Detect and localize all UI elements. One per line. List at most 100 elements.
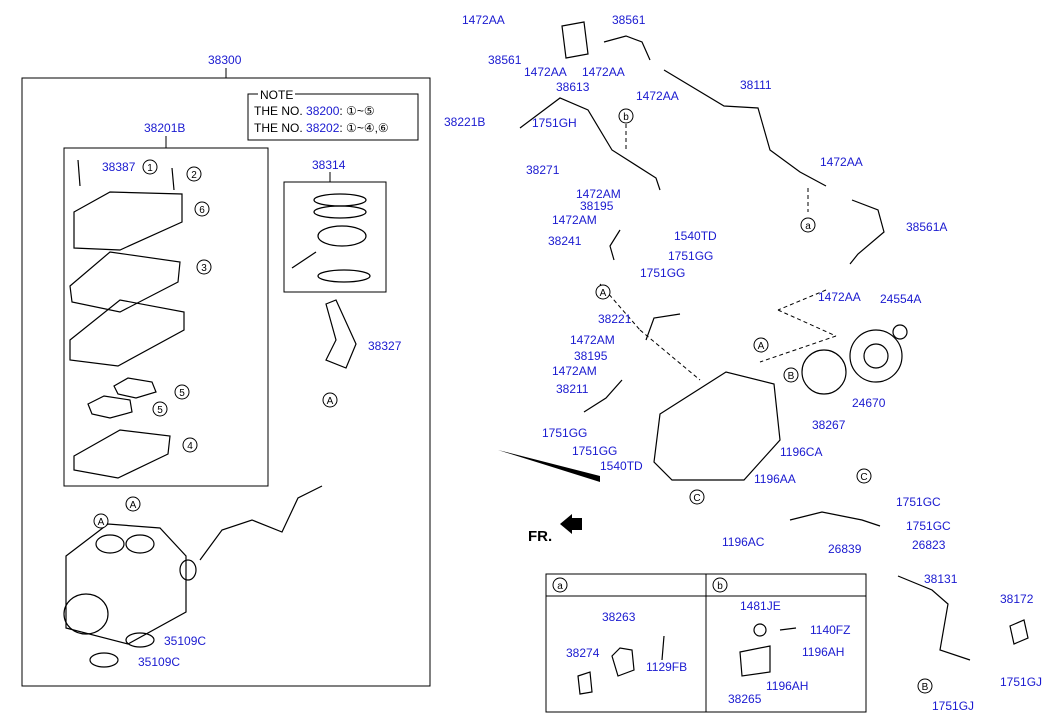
part-label-1472AA-6[interactable]: 1472AA [818,290,861,304]
part-label-1196CA[interactable]: 1196CA [780,445,823,459]
clamp-38263-drawing [611,647,635,677]
compressor-assembly-drawing [653,371,781,481]
callout-1 [142,159,158,175]
gasket-3-drawing [69,251,181,313]
callout-a2-text: a [557,581,563,592]
part-label-24670[interactable]: 24670 [852,396,886,410]
part-label-1751GG-2[interactable]: 1751GG [640,266,686,280]
callout-a2 [552,577,568,593]
plug-35109C-a [125,632,155,648]
part-label-38201B[interactable]: 38201B [144,121,186,135]
callout-B2 [917,678,933,694]
part-label-38172[interactable]: 38172 [1000,592,1034,606]
pipe-38241 [609,229,621,261]
part-label-38221[interactable]: 38221 [598,312,632,326]
note-row-2-prefix: THE NO. [254,121,303,135]
part-label-1751GG-1[interactable]: 1751GG [668,249,714,263]
part-label-1540TD-2[interactable]: 1540TD [600,459,643,473]
part-label-1129FB[interactable]: 1129FB [646,660,688,674]
part-label-38561-1[interactable]: 38561 [488,53,522,67]
piston-drawing [317,225,367,247]
part-label-38561-2[interactable]: 38561 [612,13,646,27]
callout-b1 [618,108,634,124]
callout-a1 [800,217,816,233]
cylinder-head-drawing [73,191,183,251]
part-label-1540TD-1[interactable]: 1540TD [674,229,717,243]
part-label-38195-2[interactable]: 38195 [574,349,608,363]
callout-5a [174,384,190,400]
callout-C2-text: C [860,472,867,483]
gear-24670 [849,329,903,383]
part-label-38314[interactable]: 38314 [312,158,346,172]
part-label-1751GJ-1[interactable]: 1751GJ [1000,675,1043,689]
callout-C2 [856,468,872,484]
part-label-38211[interactable]: 38211 [556,382,589,396]
callout-A1 [93,513,109,529]
compressor-body-drawing [65,523,187,645]
part-label-1481JE[interactable]: 1481JE [740,599,781,613]
part-label-38131[interactable]: 38131 [924,572,958,586]
part-label-1751GC-2[interactable]: 1751GC [906,519,951,533]
muffler-38613 [561,21,589,59]
part-label-1472AA-1[interactable]: 1472AA [462,13,505,27]
part-label-1751GG-3[interactable]: 1751GG [542,426,588,440]
callout-2-text: 2 [191,170,197,181]
fr-label: FR. [528,528,553,545]
part-label-38241[interactable]: 38241 [548,234,582,248]
part-label-38274[interactable]: 38274 [566,646,600,660]
callout-4 [182,437,198,453]
part-label-1472AA-5[interactable]: 1472AA [820,155,863,169]
part-label-38263[interactable]: 38263 [602,610,636,624]
gasket-5b-drawing [87,395,133,419]
part-label-35109C-b[interactable]: 35109C [138,655,181,669]
callout-b2-text: b [717,581,723,592]
part-label-1751GJ-2[interactable]: 1751GJ [932,699,975,713]
callout-A4-text: A [600,288,607,299]
part-label-38300[interactable]: 38300 [208,53,242,67]
valve-plate-drawing [69,299,185,367]
part-label-38387[interactable]: 38387 [102,160,136,174]
part-label-35109C-a[interactable]: 35109C [164,634,207,648]
part-label-1472AM-2[interactable]: 1472AM [552,213,597,227]
part-label-24554A[interactable]: 24554A [880,292,922,306]
part-label-1472AM-4[interactable]: 1472AM [552,364,597,378]
bracket-38265-drawing [739,645,771,677]
pipe-38131 [897,575,971,661]
callout-6 [194,201,210,217]
callout-A4 [595,284,611,300]
callout-2 [186,166,202,182]
part-label-38613[interactable]: 38613 [556,80,590,94]
part-label-38561A[interactable]: 38561A [906,220,948,234]
part-label-1196AH-2[interactable]: 1196AH [766,679,809,693]
part-label-26823[interactable]: 26823 [912,538,946,552]
part-label-1472AA-2[interactable]: 1472AA [524,65,567,79]
connecting-rod-drawing [325,299,357,369]
part-label-38265[interactable]: 38265 [728,692,762,706]
fr-arrow-icon [560,514,582,534]
part-label-1472AM-1[interactable]: 1472AM [576,187,621,201]
part-label-1196AC[interactable]: 1196AC [722,535,765,549]
part-label-1751GH[interactable]: 1751GH [532,116,577,130]
part-label-38221B[interactable]: 38221B [444,115,486,129]
part-label-38267[interactable]: 38267 [812,418,846,432]
part-label-1472AA-3[interactable]: 1472AA [582,65,625,79]
part-label-38111[interactable]: 38111 [740,78,772,92]
part-label-38195-1[interactable]: 38195 [580,199,614,213]
callout-5b [152,401,168,417]
part-label-1751GG-4[interactable]: 1751GG [572,444,618,458]
callout-A2-text: A [130,500,137,511]
part-label-1140FZ[interactable]: 1140FZ [810,623,851,637]
part-label-26839[interactable]: 26839 [828,542,862,556]
part-label-1196AH-1[interactable]: 1196AH [802,645,845,659]
part-label-1472AA-4[interactable]: 1472AA [636,89,679,103]
part-label-1751GC-1[interactable]: 1751GC [896,495,941,509]
callout-A3 [322,392,338,408]
piston-ring-top [313,193,367,207]
part-label-1472AM-3[interactable]: 1472AM [570,333,615,347]
part-label-1196AA[interactable]: 1196AA [754,472,796,486]
callout-3 [196,259,212,275]
part-label-38271[interactable]: 38271 [526,163,560,177]
part-label-38327[interactable]: 38327 [368,339,402,353]
note-title: NOTE [258,88,296,102]
pipe-38221 [645,313,681,341]
